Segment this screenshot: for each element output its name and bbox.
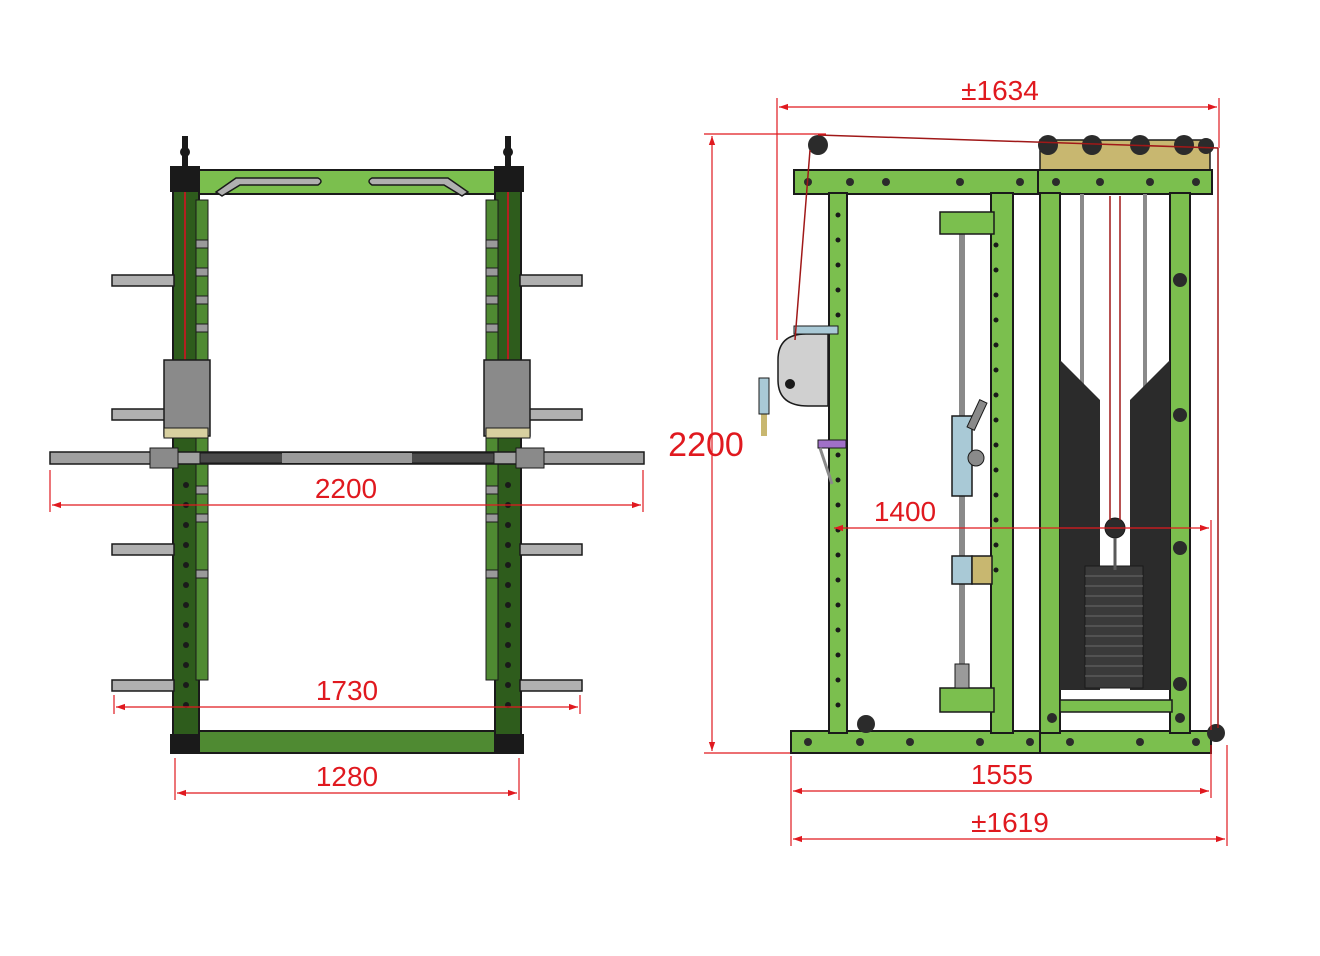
cables (794, 134, 1219, 728)
front-dimension-lines (49, 470, 644, 800)
side-top-beam (793, 169, 1213, 195)
smith-spring (954, 663, 970, 689)
side-front-upright (828, 192, 848, 734)
dim-base-length: 1555 (971, 759, 1033, 790)
purple-pin (817, 439, 847, 449)
front-left-top-cap (170, 166, 200, 192)
side-bolts (804, 178, 1200, 746)
smith-carriage-bolt (967, 449, 985, 467)
cable-pulley-pivot (785, 379, 795, 389)
dim-height: 2200 (668, 426, 744, 464)
weight-stack (1084, 565, 1144, 689)
dim-bar-length: 2200 (315, 473, 377, 504)
smith-carriages (163, 359, 531, 439)
smith-rail-top-mount (939, 211, 995, 235)
pullup-handle-right (368, 177, 470, 197)
pullup-handle-left (214, 177, 322, 197)
side-dimension-lines (704, 98, 1228, 846)
front-right-top-post (505, 136, 511, 168)
side-stack-bottom-bar (1059, 699, 1173, 713)
cable-pulley-bracket (793, 325, 839, 335)
side-middle-upright-holes (993, 242, 999, 573)
front-right-inner-rail (485, 199, 499, 681)
bottom-roller-rear (1207, 724, 1225, 742)
barbell (49, 447, 645, 469)
front-view: 2200 1730 1280 (49, 136, 645, 800)
side-middle-upright (990, 192, 1014, 734)
front-side-pins (195, 239, 499, 579)
side-view: ±1634 2200 1400 1555 ±1619 (668, 75, 1228, 846)
dim-total-length: ±1619 (971, 807, 1049, 838)
smith-stop-bracket (971, 555, 993, 585)
cable-pulley-plate (777, 333, 829, 407)
side-stack-front-upright (1039, 192, 1061, 734)
dim-inner-depth: 1400 (874, 496, 936, 527)
cable-handle-grip (758, 377, 770, 415)
dim-top-length: ±1634 (961, 75, 1039, 106)
side-base-beam (790, 730, 1212, 754)
dim-frame-width: 1280 (316, 761, 378, 792)
bottom-roller-front (857, 715, 875, 733)
front-right-bottom-cap (494, 734, 524, 754)
front-left-bottom-cap (170, 734, 200, 754)
smith-hook (966, 399, 988, 431)
front-right-top-cap (494, 166, 524, 192)
front-left-top-post (182, 136, 188, 168)
plate-storage-horns (111, 274, 583, 692)
smith-rail-bottom-mount (939, 687, 995, 713)
lower-cable-arm (818, 447, 834, 485)
side-front-upright-holes (835, 212, 841, 708)
dim-outer-width: 1730 (316, 675, 378, 706)
front-bottom-crossbar (185, 730, 499, 754)
smith-safety-stop (951, 555, 973, 585)
front-left-inner-rail (195, 199, 209, 681)
